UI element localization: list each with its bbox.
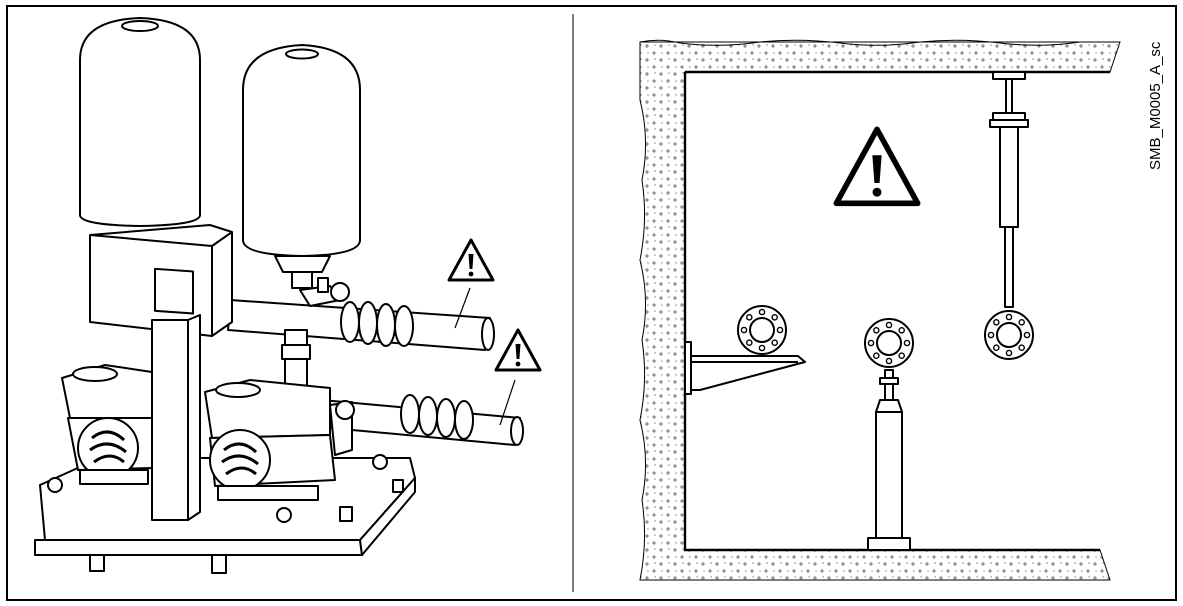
warning-leader-lower bbox=[499, 379, 516, 426]
upper-discharge-pipe bbox=[227, 277, 495, 351]
building-structure bbox=[639, 41, 1121, 581]
warning-triangle-icon bbox=[836, 129, 917, 203]
ceiling-hanger-support bbox=[989, 71, 1029, 308]
pump-right bbox=[204, 379, 355, 501]
figure-frame bbox=[6, 5, 1177, 601]
wall-bracket-support bbox=[684, 341, 806, 395]
floor-stand-support bbox=[867, 369, 911, 551]
pressure-tank-left bbox=[79, 17, 201, 227]
pipe-flange-ceiling-hung bbox=[984, 310, 1034, 360]
pump-left bbox=[61, 364, 153, 485]
warning-triangle-icon bbox=[447, 238, 495, 282]
lower-discharge-pipe bbox=[281, 329, 524, 446]
reference-code: SMB_M0005_A_sc bbox=[1147, 41, 1164, 170]
pipe-support-panel bbox=[639, 39, 1121, 581]
pipe-flange-wall-mounted bbox=[737, 305, 787, 355]
control-panel bbox=[89, 224, 233, 521]
booster-set-panel bbox=[34, 17, 524, 574]
warning-triangle-icon bbox=[494, 328, 542, 372]
pressure-tank-right bbox=[242, 44, 361, 289]
warning-leader-upper bbox=[454, 287, 471, 329]
pipe-flange-floor-supported bbox=[864, 318, 914, 368]
